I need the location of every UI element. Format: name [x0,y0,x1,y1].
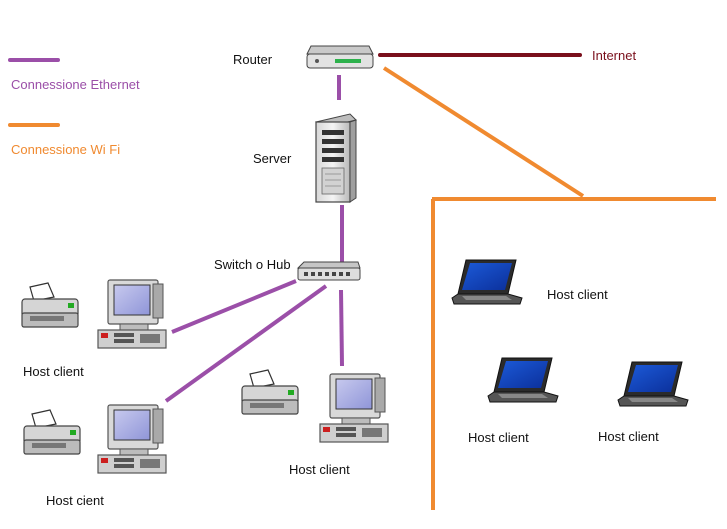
printer-icon [241,369,299,415]
router-label: Router [233,52,273,67]
printer-icon [21,282,79,328]
host-center-label: Host client [289,462,350,477]
router-wifi-link [382,66,585,198]
host-left-top-label: Host client [23,364,84,379]
laptop-top-label: Host client [547,287,608,302]
server-icon [315,113,357,203]
router-icon [306,45,374,69]
switch-icon [296,261,361,281]
desktop-icon [97,404,167,474]
printer-icon [23,409,81,455]
switch-host-center-link [339,289,344,367]
legend-ethernet-label: Connessione Ethernet [11,77,140,92]
switch-host-left-bottom-link [164,284,328,403]
laptop-right-label: Host client [598,429,659,444]
switch-host-left-top-link [171,279,297,334]
switch-label: Switch o Hub [214,257,291,272]
desktop-icon [97,279,167,349]
internet-label: Internet [592,48,637,63]
server-label: Server [253,151,292,166]
laptop-icon [617,361,689,407]
laptop-left-label: Host client [468,430,529,445]
host-left-bottom-label: Host cient [46,493,104,508]
laptop-icon [451,259,523,305]
legend-wifi-label: Connessione Wi Fi [11,142,121,157]
laptop-icon [487,357,559,403]
desktop-icon [319,373,389,443]
